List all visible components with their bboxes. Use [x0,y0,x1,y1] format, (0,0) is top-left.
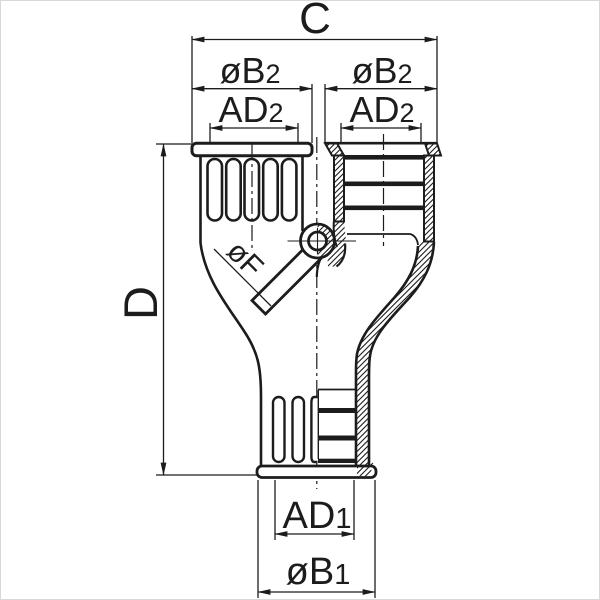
outlet-rib-bars [318,408,356,463]
s-wall-inner-edge [354,245,420,466]
outlet-slots [271,395,318,464]
slot [206,157,224,222]
boss-lobe-edge [335,243,347,268]
slot [261,157,280,222]
centerlines [316,134,385,489]
label-b1: øB1 [286,551,351,593]
left-outlet-wall-curve [199,242,263,466]
rib-bar [344,181,424,187]
slot [291,395,306,464]
label-c: C [299,0,331,43]
label-d: D [114,286,167,320]
label-ad2-right: AD2 [349,89,414,130]
slot [224,157,242,222]
left-branch-slots [206,157,298,222]
right-bore-bottom-edge [347,233,419,246]
right-branch-wall-left [333,154,345,223]
rib-bar [318,458,356,463]
right-flange-lip-right [423,142,443,157]
rib-bar [318,408,356,413]
right-branch-wall-right [423,154,435,243]
outlet-flange-hatch [357,466,372,476]
label-ad2-left: AD2 [218,89,283,130]
slot [280,157,298,222]
label-ad1: AD1 [283,495,352,537]
s-wall-outer-edge [367,241,436,466]
s-wall-hatch [356,242,434,477]
pivot-boss [250,222,356,316]
dimension-lines [160,36,438,595]
label-b2-right: øB2 [351,50,412,91]
left-branch [190,141,314,466]
rib-bar [344,205,424,211]
right-branch-rib-bars [344,155,424,211]
right-branch-section [323,141,443,477]
slot-half [310,395,318,464]
slot [271,395,286,464]
outlet [255,388,378,479]
dim-line-f [213,248,272,307]
rib-bar [344,155,424,160]
outlet-flange [255,464,378,479]
label-b2-left: øB2 [219,50,280,91]
rib-bar [318,435,356,441]
